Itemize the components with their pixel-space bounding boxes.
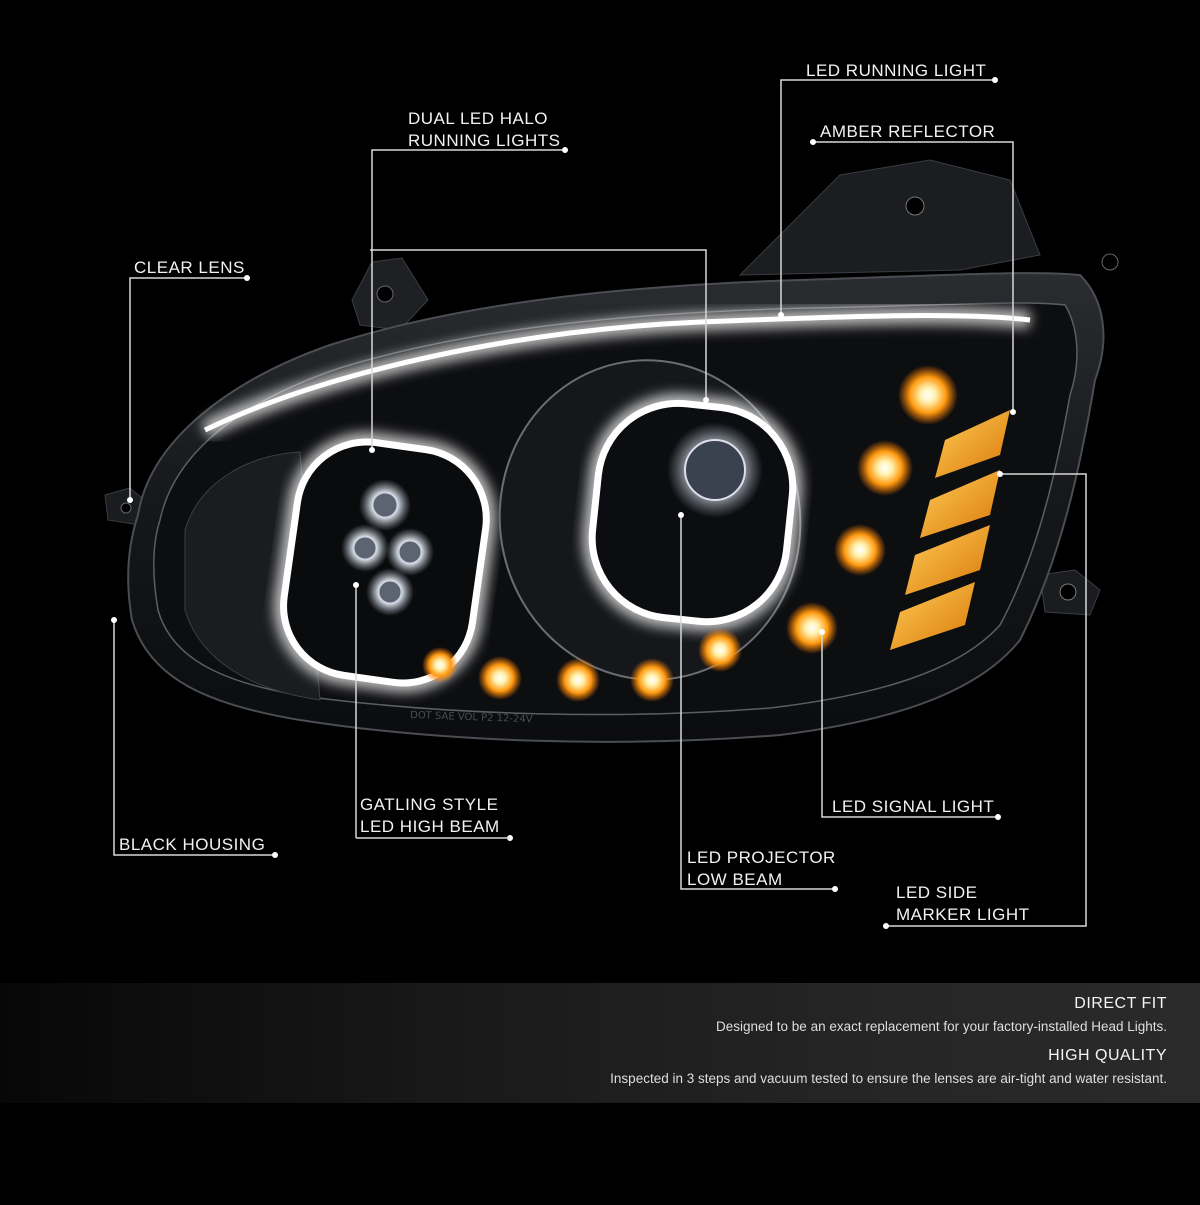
leader-lines bbox=[113, 79, 1087, 927]
callout-black-housing: BLACK HOUSING bbox=[119, 835, 266, 854]
feature-text: Inspected in 3 steps and vacuum tested t… bbox=[610, 1071, 1167, 1086]
callout-led-running-light: LED RUNNING LIGHT bbox=[806, 61, 987, 80]
amber-reflectors bbox=[890, 410, 1010, 650]
feature-band: DIRECT FIT Designed to be an exact repla… bbox=[0, 983, 1200, 1103]
led-signal-lights bbox=[422, 365, 958, 702]
callout-gatling-high-beam: GATLING STYLE LED HIGH BEAM bbox=[360, 795, 500, 836]
callout-led-signal-light: LED SIGNAL LIGHT bbox=[832, 797, 995, 816]
led-running-light-strip bbox=[203, 313, 1031, 433]
callout-led-side-marker-light: LED SIDE MARKER LIGHT bbox=[896, 883, 1030, 924]
feature-direct-fit: DIRECT FIT Designed to be an exact repla… bbox=[716, 995, 1167, 1034]
callout-clear-lens: CLEAR LENS bbox=[134, 258, 245, 277]
feature-high-quality: HIGH QUALITY Inspected in 3 steps and va… bbox=[610, 1047, 1167, 1086]
feature-title: HIGH QUALITY bbox=[1048, 1047, 1167, 1064]
left-halo-ring bbox=[280, 438, 490, 687]
leader-dots bbox=[111, 77, 1016, 929]
callout-amber-reflector: AMBER REFLECTOR bbox=[820, 122, 996, 141]
gatling-high-beam-leds bbox=[341, 479, 434, 616]
callout-led-projector-low-beam: LED PROJECTOR LOW BEAM bbox=[687, 848, 836, 889]
lens-stamp-text: DOT SAE VOL P2 12-24V bbox=[410, 710, 533, 725]
feature-text: Designed to be an exact replacement for … bbox=[716, 1019, 1167, 1034]
mount-tab-top-right bbox=[738, 159, 1041, 276]
feature-title: DIRECT FIT bbox=[1074, 995, 1167, 1012]
callout-dual-led-halo: DUAL LED HALO RUNNING LIGHTS bbox=[408, 109, 561, 150]
